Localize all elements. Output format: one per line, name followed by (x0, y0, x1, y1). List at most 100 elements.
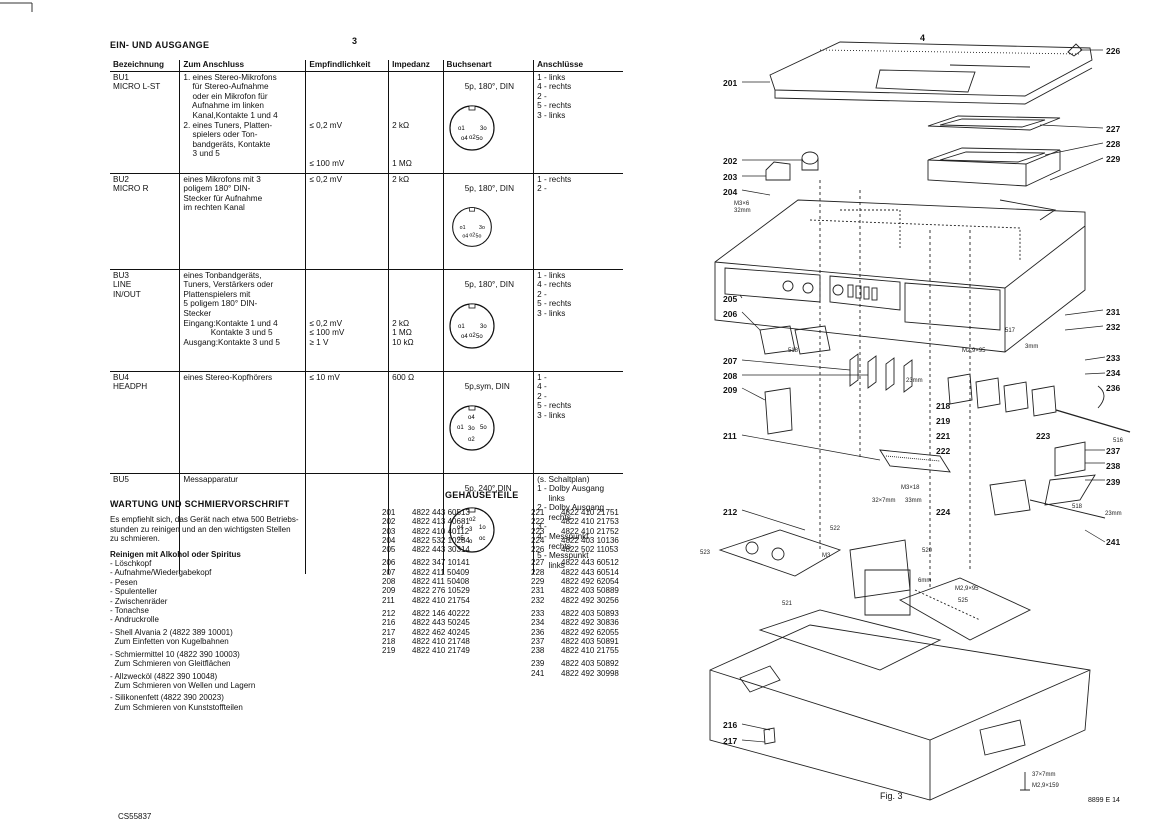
svg-text:3: 3 (469, 527, 473, 533)
cell-sensitivity: ≤ 0,2 mV (305, 172, 389, 270)
col-header-impedance: Impedanz (388, 60, 444, 72)
svg-text:o2: o2 (469, 233, 475, 239)
svg-text:5o: 5o (476, 136, 483, 142)
page-number-right: 4 (920, 33, 926, 43)
lubricant-use: Zum Schmieren von Gleitflächen (110, 659, 231, 669)
list-item: 218 4822 410 21748 (382, 637, 470, 646)
callout-204: 204 (723, 187, 738, 197)
part-code: 4822 492 62054 (561, 577, 619, 587)
part-code: 4822 411 50408 (412, 577, 470, 587)
callout-238: 238 (1106, 461, 1121, 471)
svg-text:3o: 3o (468, 426, 475, 432)
cell-connection: eines Stereo-Kopfhörers (179, 370, 306, 473)
part-position: 239 (531, 659, 545, 669)
callout-222: 222 (936, 446, 951, 456)
figure-caption: Fig. 3 (880, 791, 903, 801)
small-label: M2,9×95 (962, 348, 986, 354)
footer-code: CS55837 (118, 812, 152, 821)
part-code: 4822 403 50891 (561, 636, 619, 646)
svg-text:5o: 5o (475, 234, 481, 240)
small-label: 37×7mm (1032, 772, 1056, 778)
part-code: 4822 443 60513 (412, 508, 470, 517)
din-socket-diagram: o4 o1 3o 5o o2 (448, 405, 495, 451)
part-position: 206 (382, 558, 396, 568)
part-position: 234 (531, 618, 545, 628)
part-position: 236 (531, 627, 545, 637)
svg-text:5o: 5o (476, 334, 483, 340)
part-code: 4822 411 50409 (412, 567, 470, 577)
part-position: 204 (382, 535, 396, 545)
table-row: BU5 Messapparatur 5p, 240°,DIN o2 o4 3 1… (110, 472, 623, 575)
din-socket-diagram: o2 o4 3 1o o5 o oc (448, 507, 495, 553)
io-table: Bezeichnung Zum Anschluss Empfindlichkei… (110, 60, 623, 575)
lubricant-name: - Schmiermittel 10 (4822 390 10003) (110, 649, 240, 659)
callout-208: 208 (723, 371, 738, 381)
part-position: 227 (531, 558, 545, 568)
cell-designation: BU5 (110, 472, 180, 575)
maintenance-intro: Es empfiehlt sich, das Gerät nach etwa 5… (110, 515, 299, 544)
cell-contacts: 1 - rechts 2 - (533, 172, 623, 270)
cell-connection: eines Tonbandgeräts, Tuners, Verstärkers… (179, 268, 306, 372)
svg-text:o1: o1 (458, 126, 465, 132)
table-row: BU3 LINE IN/OUT eines Tonbandgeräts, Tun… (110, 268, 623, 372)
part-position: 231 (531, 586, 545, 596)
small-label: M2,9×159 (1032, 783, 1060, 789)
list-item: - Zwischenräder (110, 596, 168, 606)
cell-designation: BU2 MICRO R (110, 172, 180, 270)
callout-229: 229 (1106, 154, 1121, 164)
callout-223: 223 (1036, 431, 1051, 441)
svg-text:o1: o1 (458, 324, 465, 330)
small-label: 517 (1005, 328, 1016, 334)
small-label: 518 (1072, 504, 1083, 510)
svg-text:o4: o4 (457, 525, 464, 531)
part-position: 228 (531, 567, 545, 577)
part-code: 4822 443 50245 (412, 618, 470, 628)
din-socket-diagram: o1 3o o4 o2 5o (451, 207, 492, 248)
cell-socket: 5p, 180°, DIN o1 3o o4 o2 5o (442, 71, 534, 174)
callout-218: 218 (936, 401, 951, 411)
col-header-connection: Zum Anschluss (179, 60, 306, 72)
list-item: - Pesen (110, 577, 138, 587)
small-label: M3×18 (901, 485, 920, 491)
part-code: 4822 410 21748 (412, 636, 470, 646)
cell-connection: eines Mikrofons mit 3 poligem 180° DIN- … (179, 172, 306, 270)
part-code: 4822 403 10136 (561, 535, 619, 545)
svg-text:oc: oc (479, 536, 485, 542)
lubricant-use: Zum Schmieren von Kunststoffteilen (110, 702, 243, 712)
callout-211: 211 (723, 431, 737, 441)
list-item: - Andruckrolle (110, 615, 159, 625)
callout-232: 232 (1106, 322, 1121, 332)
cell-impedance: 2 kΩ 1 MΩ (388, 71, 444, 174)
small-label: 520 (922, 548, 933, 554)
part-code: 4822 532 10284 (412, 535, 470, 545)
part-position: 238 (531, 646, 545, 656)
part-code: 4822 443 60514 (561, 567, 619, 577)
small-label: 522 (830, 526, 841, 532)
part-position: 202 (382, 517, 396, 527)
list-item: - Aufnahme/Wiedergabekopf (110, 568, 212, 578)
maintenance-section: WARTUNG UND SCHMIERVORSCHRIFT Es empfieh… (110, 499, 380, 712)
part-position: 218 (382, 636, 396, 646)
cell-sensitivity (305, 472, 389, 575)
part-code: 4822 410 21754 (412, 595, 470, 605)
cell-contacts: (s. Schaltplan) 1 - Dolby Ausgang links … (533, 472, 623, 575)
cell-socket: 5p, 240°,DIN o2 o4 3 1o o5 o oc (442, 472, 534, 575)
callout-216: 216 (723, 720, 738, 730)
callout-201: 201 (723, 78, 738, 88)
part-code: 4822 410 21749 (412, 646, 470, 656)
small-label: 6mm (918, 578, 931, 584)
svg-text:o2: o2 (468, 437, 475, 443)
svg-text:o1: o1 (459, 225, 465, 231)
part-position: 212 (382, 608, 396, 618)
din-socket-diagram: o1 3o o4 o2 5o (448, 303, 495, 349)
cell-socket: 5p,sym, DIN o4 o1 3o 5o o2 (442, 370, 534, 473)
